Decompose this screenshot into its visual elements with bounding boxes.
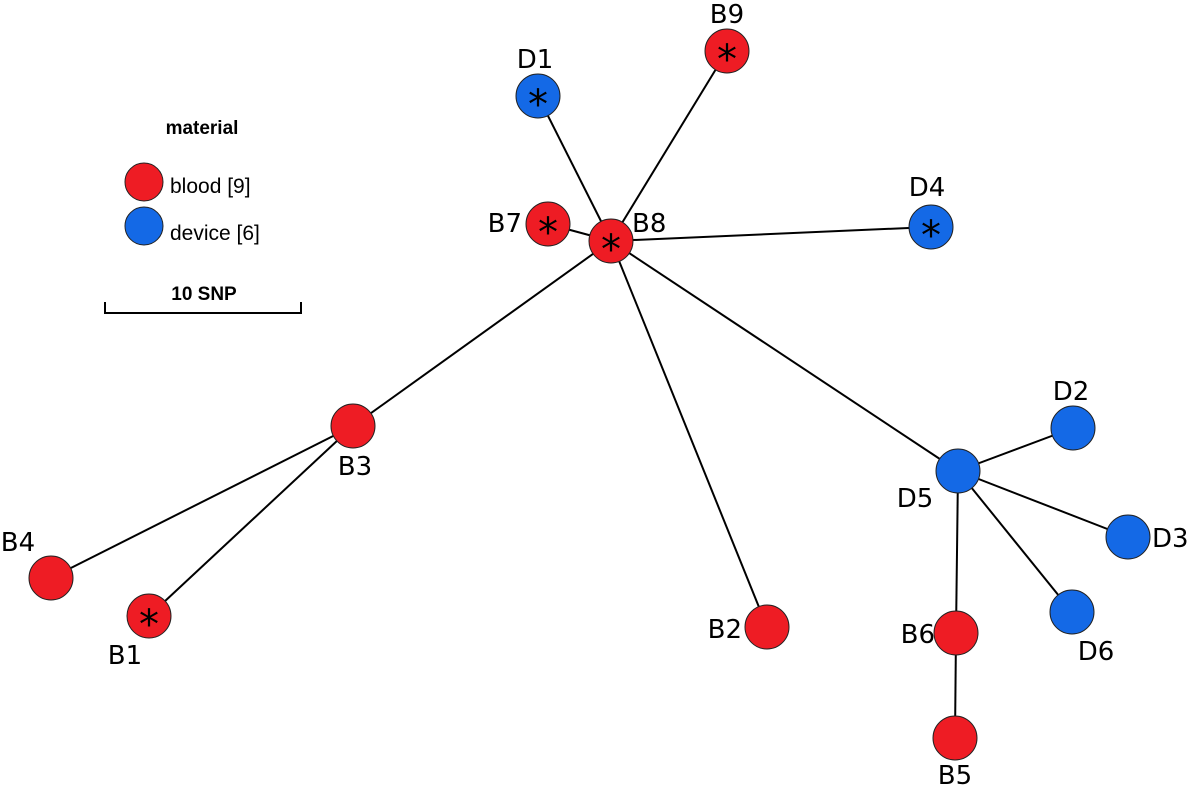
node-d5: D5 <box>897 448 981 514</box>
node-d2: D2 <box>1050 377 1096 451</box>
node-circle-b4 <box>28 555 74 601</box>
node-circle-d2 <box>1050 405 1096 451</box>
asterisk-icon: * <box>601 227 621 273</box>
asterisk-icon: * <box>538 210 558 256</box>
edge-d5-d6 <box>957 470 1073 613</box>
edge-b8-d5 <box>610 240 959 472</box>
node-label-b4: B4 <box>1 528 35 558</box>
scale-bar: 10 SNP <box>104 284 302 314</box>
legend-title: material <box>166 118 239 139</box>
edge-b3-b1 <box>148 425 354 617</box>
node-circle-b5 <box>932 715 978 761</box>
node-b5: B5 <box>932 715 978 788</box>
node-circle-b7 <box>525 201 571 247</box>
node-circle-d3 <box>1105 514 1151 560</box>
edge-b8-b3 <box>352 240 612 427</box>
node-label-b2: B2 <box>708 615 742 645</box>
legend-label-device: device [6] <box>170 222 260 245</box>
node-label-d5: D5 <box>897 484 934 514</box>
node-circle-b9 <box>704 28 750 74</box>
edge-d5-b6 <box>955 470 959 634</box>
scale-bar-label: 10 SNP <box>171 284 237 305</box>
node-b8: * B8 <box>588 209 666 273</box>
edge-b8-d1 <box>537 95 612 242</box>
legend: material blood [9] device [6] <box>124 118 260 246</box>
node-b3: B3 <box>330 403 376 482</box>
legend-swatch-blood <box>124 162 164 202</box>
node-label-b5: B5 <box>938 761 972 788</box>
node-label-d2: D2 <box>1053 377 1090 407</box>
node-circle-b6 <box>933 610 979 656</box>
node-label-b9: B9 <box>710 0 744 30</box>
legend-swatch-device <box>124 206 164 246</box>
node-b6: B6 <box>901 610 979 656</box>
node-circle-d5 <box>935 448 981 494</box>
node-label-b3: B3 <box>338 452 372 482</box>
asterisk-icon: * <box>717 37 737 83</box>
node-circle-b1 <box>126 593 172 639</box>
legend-label-blood: blood [9] <box>170 175 251 198</box>
edge-b8-b9 <box>610 50 728 242</box>
node-circle-d4 <box>908 204 954 250</box>
node-circle-d1 <box>515 73 561 119</box>
node-circle-b8 <box>588 218 634 264</box>
node-b9: * B9 <box>704 0 750 83</box>
node-label-b8: B8 <box>632 209 666 239</box>
node-d3: D3 <box>1105 514 1189 560</box>
node-d6: D6 <box>1049 589 1115 667</box>
node-b1: *B1 <box>108 593 172 671</box>
node-d4: * D4 <box>908 173 954 259</box>
asterisk-icon: * <box>921 213 941 259</box>
asterisk-icon: * <box>139 602 159 648</box>
node-label-d4: D4 <box>909 173 946 203</box>
node-circle-b2 <box>744 604 790 650</box>
node-label-b7: B7 <box>488 209 522 239</box>
node-circle-b3 <box>330 403 376 449</box>
edge-b8-b2 <box>610 240 768 628</box>
node-circle-d6 <box>1049 589 1095 635</box>
node-label-d3: D3 <box>1152 524 1189 554</box>
node-b7: * B7 <box>488 201 571 256</box>
node-label-b6: B6 <box>901 620 935 650</box>
edge-b3-b4 <box>50 425 354 579</box>
node-b4: B4 <box>1 528 74 601</box>
node-b2: B2 <box>708 604 790 650</box>
edge-d5-d3 <box>957 470 1129 538</box>
scale-bar-line <box>104 302 302 314</box>
node-label-d6: D6 <box>1078 637 1115 667</box>
edge-b8-d4 <box>610 226 932 242</box>
node-d1: * D1 <box>515 45 561 128</box>
node-label-b1: B1 <box>108 641 142 671</box>
asterisk-icon: * <box>528 82 548 128</box>
node-label-d1: D1 <box>517 45 554 75</box>
